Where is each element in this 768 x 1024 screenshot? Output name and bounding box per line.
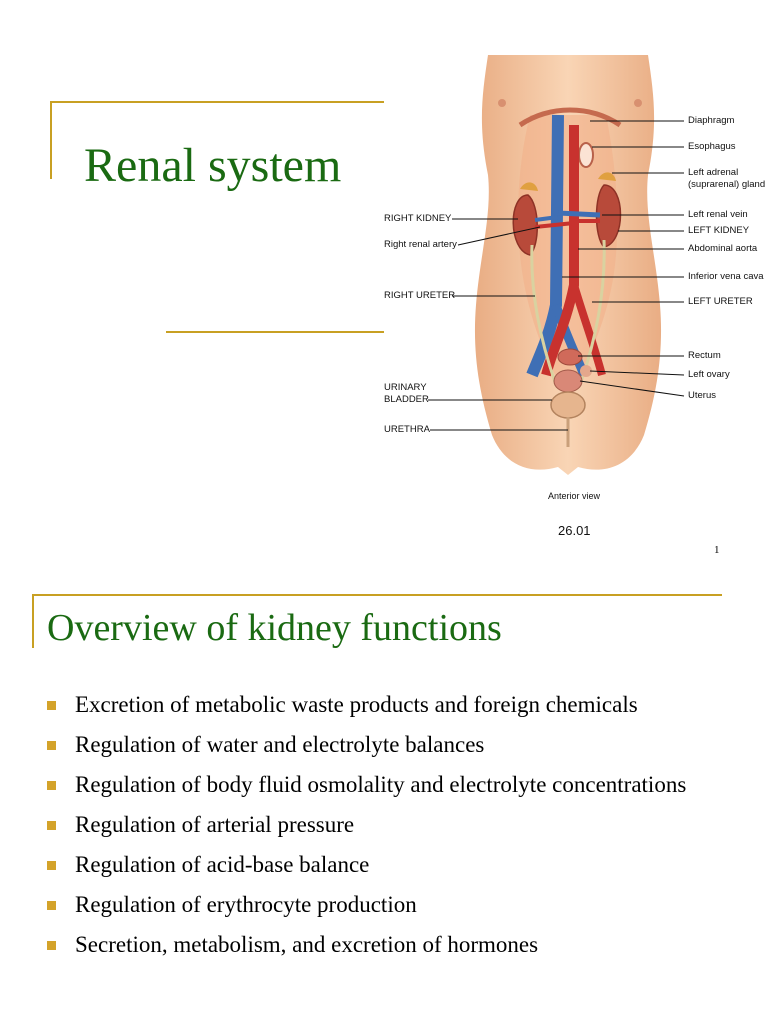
bullet-square-icon <box>47 781 56 790</box>
list-item-text: Regulation of acid-base balance <box>75 852 370 877</box>
label-urinary: URINARY <box>384 382 427 393</box>
title-rule-left <box>32 594 34 648</box>
function-list: Excretion of metabolic waste products an… <box>47 688 747 968</box>
leader-lines-right <box>562 120 685 397</box>
right-renal-vein <box>534 215 559 222</box>
right-nipple <box>498 99 506 107</box>
label-bladder: BLADDER <box>384 394 429 405</box>
label-left-renal-vein: Left renal vein <box>688 209 748 220</box>
label-left-ureter: LEFT URETER <box>688 296 753 307</box>
bullet-square-icon <box>47 821 56 830</box>
label-inferior-vena-cava: Inferior vena cava <box>688 271 764 282</box>
label-rectum: Rectum <box>688 350 721 361</box>
list-item: Secretion, metabolism, and excretion of … <box>47 928 747 962</box>
bullet-square-icon <box>47 901 56 910</box>
label-esophagus: Esophagus <box>688 141 736 152</box>
title-rule-left <box>50 101 52 179</box>
label-left-ovary: Left ovary <box>688 369 730 380</box>
label-left-adrenal: Left adrenal <box>688 167 739 178</box>
list-item-text: Secretion, metabolism, and excretion of … <box>75 932 539 957</box>
rectum <box>557 348 583 366</box>
slide-renal-system: Renal system <box>50 55 768 560</box>
leader-lines-left <box>428 218 568 431</box>
list-item: Regulation of arterial pressure <box>47 808 747 842</box>
figure-number: 26.01 <box>558 523 591 538</box>
slide-kidney-functions: Overview of kidney functions Excretion o… <box>0 576 768 1024</box>
label-right-renal-artery: Right renal artery <box>384 239 457 250</box>
list-item: Excretion of metabolic waste products an… <box>47 688 747 722</box>
urinary-bladder <box>550 391 586 419</box>
right-renal-artery <box>534 221 575 229</box>
bullet-square-icon <box>47 941 56 950</box>
label-uterus: Uterus <box>688 390 716 401</box>
left-ovary <box>580 365 592 377</box>
anatomy-illustration <box>428 55 685 475</box>
bullet-square-icon <box>47 701 56 710</box>
right-adrenal-gland <box>520 182 538 191</box>
label-suprarenal-gland: (suprarenal) gland <box>688 179 766 190</box>
title-rule-top <box>50 101 384 103</box>
bullet-square-icon <box>47 741 56 750</box>
list-item: Regulation of acid-base balance <box>47 848 747 882</box>
uterus <box>553 369 583 393</box>
list-item: Regulation of body fluid osmolality and … <box>47 768 747 802</box>
left-nipple <box>634 99 642 107</box>
esophagus <box>578 142 594 168</box>
list-item-text: Regulation of erythrocyte production <box>75 892 417 917</box>
list-item-text: Regulation of water and electrolyte bala… <box>75 732 485 757</box>
bullet-square-icon <box>47 861 56 870</box>
label-abdominal-aorta: Abdominal aorta <box>688 243 758 254</box>
title-rule-bottom <box>166 331 384 333</box>
label-diaphragm: Diaphragm <box>688 115 735 126</box>
urinary-system-figure: RIGHT KIDNEY Right renal artery RIGHT UR… <box>380 55 768 560</box>
abdominal-cavity <box>518 115 618 375</box>
label-right-ureter: RIGHT URETER <box>384 290 456 301</box>
right-ureter <box>530 244 558 386</box>
list-item: Regulation of erythrocyte production <box>47 888 747 922</box>
title-rule-top <box>32 594 722 596</box>
list-item-text: Regulation of body fluid osmolality and … <box>75 772 687 797</box>
left-renal-vein <box>557 210 601 218</box>
slide-title: Overview of kidney functions <box>47 607 502 649</box>
right-kidney <box>512 194 538 256</box>
label-left-kidney: LEFT KIDNEY <box>688 225 750 236</box>
list-item: Regulation of water and electrolyte bala… <box>47 728 747 762</box>
slide-title: Renal system <box>84 139 342 192</box>
label-urethra: URETHRA <box>384 424 430 435</box>
page-number: 1 <box>714 544 720 556</box>
label-right-kidney: RIGHT KIDNEY <box>384 213 452 224</box>
figure-caption: Anterior view <box>548 491 601 501</box>
diaphragm <box>518 107 622 128</box>
list-item-text: Regulation of arterial pressure <box>75 812 355 837</box>
list-item-text: Excretion of metabolic waste products an… <box>75 692 638 717</box>
aorta-left-branch <box>570 283 606 377</box>
left-adrenal-gland <box>598 172 616 181</box>
